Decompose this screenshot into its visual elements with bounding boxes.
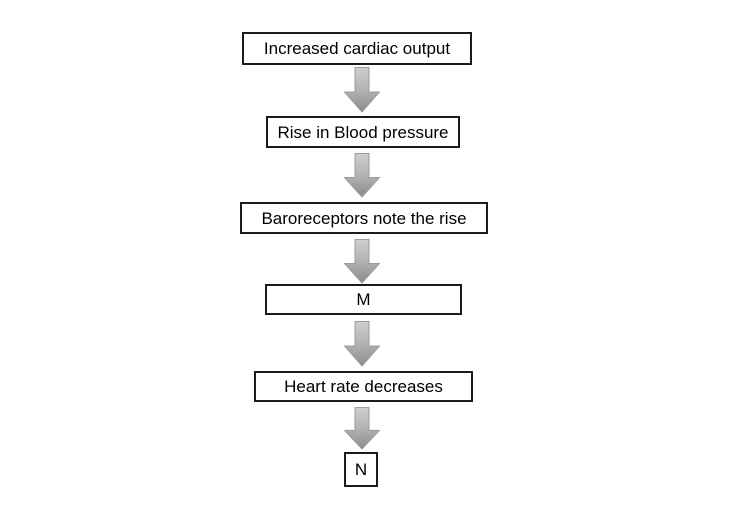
down-arrow-icon	[342, 321, 382, 367]
flow-node-placeholder-m: M	[265, 284, 462, 315]
down-arrow-icon	[342, 67, 382, 113]
flow-node-increased-cardiac-output: Increased cardiac output	[242, 32, 472, 65]
flow-node-rise-in-blood-pressure: Rise in Blood pressure	[266, 116, 460, 148]
down-arrow-icon	[342, 407, 382, 450]
flow-node-heart-rate-decreases: Heart rate decreases	[254, 371, 473, 402]
flow-node-placeholder-n: N	[344, 452, 378, 487]
down-arrow-icon	[342, 239, 382, 284]
down-arrow-icon	[342, 153, 382, 198]
flow-node-baroreceptors-note-the-rise: Baroreceptors note the rise	[240, 202, 488, 234]
